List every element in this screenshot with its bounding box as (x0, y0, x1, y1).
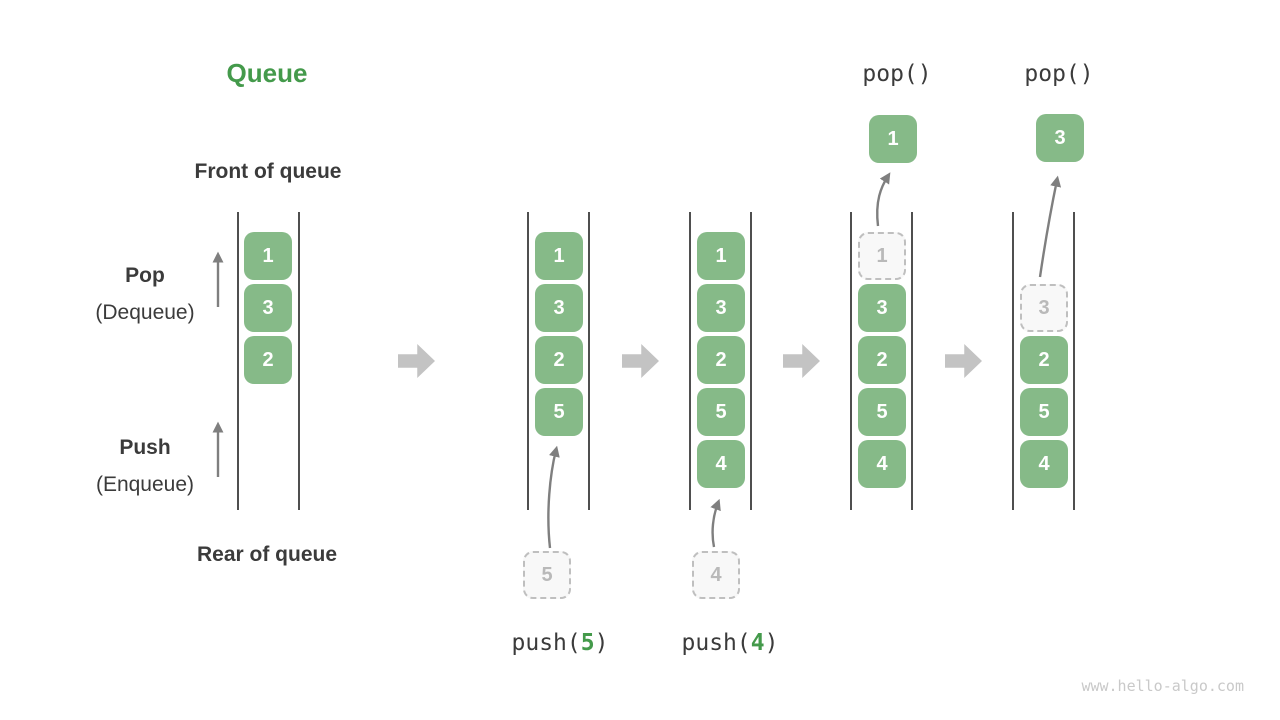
queue-walls-state-1 (237, 212, 300, 510)
next-state-arrow-icon (398, 344, 435, 378)
queue-item: 2 (697, 336, 745, 384)
push-call-arg: 5 (580, 630, 595, 656)
next-state-arrow-icon (622, 344, 659, 378)
push-call-prefix: push( (511, 630, 581, 656)
pop-label: Pop (125, 264, 165, 287)
push-call-suffix: ) (764, 630, 779, 656)
push-call-label: push(4) (670, 630, 790, 656)
next-state-arrow-icon (783, 344, 820, 378)
queue-item: 1 (535, 232, 583, 280)
queue-item: 5 (697, 388, 745, 436)
front-of-queue-label: Front of queue (194, 160, 342, 183)
queue-item: 5 (858, 388, 906, 436)
pop-call-label: pop() (1024, 61, 1094, 87)
queue-item: 4 (1020, 440, 1068, 488)
pop-dequeue-label: Pop (Dequeue) (60, 258, 230, 332)
queue-item: 5 (1020, 388, 1068, 436)
diagram-title: Queue (226, 58, 308, 88)
queue-walls-state-3 (689, 212, 752, 510)
queue-item: 3 (697, 284, 745, 332)
queue-item: 5 (535, 388, 583, 436)
popped-item: 1 (869, 115, 917, 163)
popped-item: 3 (1036, 114, 1084, 162)
next-state-arrow-icon (945, 344, 982, 378)
queue-item: 2 (1020, 336, 1068, 384)
queue-walls-state-2 (527, 212, 590, 510)
queue-item: 3 (535, 284, 583, 332)
rear-of-queue-label: Rear of queue (196, 543, 338, 566)
watermark: www.hello-algo.com (1081, 677, 1244, 695)
queue-walls-state-4 (850, 212, 913, 510)
pop-call-label: pop() (862, 61, 932, 87)
push-call-prefix: push( (681, 630, 751, 656)
queue-item: 2 (858, 336, 906, 384)
queue-item: 1 (697, 232, 745, 280)
push-call-label: push(5) (500, 630, 620, 656)
ghost-item-popping: 1 (858, 232, 906, 280)
push-label: Push (119, 436, 171, 459)
queue-item: 4 (858, 440, 906, 488)
queue-walls-state-5 (1012, 212, 1075, 510)
queue-item: 2 (244, 336, 292, 384)
queue-item: 2 (535, 336, 583, 384)
push-call-arg: 4 (750, 630, 765, 656)
ghost-item-pushing: 4 (692, 551, 740, 599)
enqueue-sublabel: (Enqueue) (95, 472, 195, 496)
ghost-item-pushing: 5 (523, 551, 571, 599)
push-call-suffix: ) (594, 630, 609, 656)
dequeue-sublabel: (Dequeue) (95, 300, 195, 324)
push-enqueue-label: Push (Enqueue) (60, 430, 230, 504)
queue-item: 3 (858, 284, 906, 332)
queue-item: 4 (697, 440, 745, 488)
ghost-item-popping: 3 (1020, 284, 1068, 332)
queue-item: 1 (244, 232, 292, 280)
queue-item: 3 (244, 284, 292, 332)
